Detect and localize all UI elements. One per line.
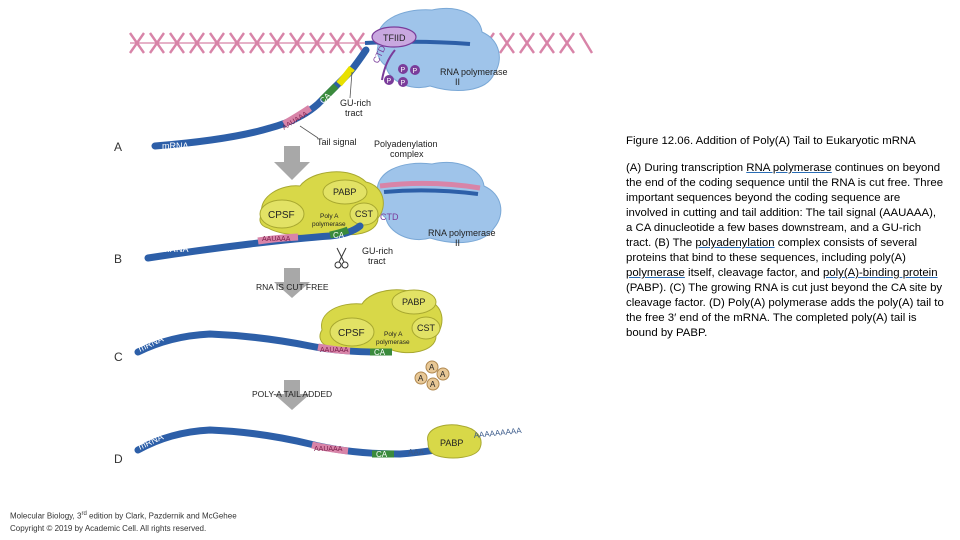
tail-signal-label: Tail signal — [317, 137, 357, 147]
tfiid-blob — [371, 26, 417, 48]
polyad-label-2: complex — [390, 149, 424, 159]
svg-text:P: P — [413, 68, 418, 75]
svg-text:A: A — [418, 374, 424, 383]
adenine-nucleotides: A A A A — [414, 360, 450, 391]
mrna-label-b: mRNA — [162, 244, 189, 254]
caption-text-1: (A) During transcription — [626, 162, 747, 174]
polyad-label-1: Polyadenylation — [374, 139, 438, 149]
cpsf-label-c: CPSF — [338, 328, 365, 339]
pabp-label-c: PABP — [402, 297, 425, 307]
panel-letter-a: A — [114, 140, 123, 154]
gu-label-b1: GU-rich — [362, 246, 393, 256]
svg-text:P: P — [401, 67, 406, 74]
polya-tail-label: AAAAAAAAA — [473, 426, 522, 440]
mrna-label-c: mRNA — [137, 334, 165, 354]
svg-text:P: P — [401, 80, 406, 87]
cst-label-b: CST — [355, 209, 374, 219]
ctd-label-b: CTD — [380, 212, 399, 222]
dna-helix — [129, 32, 594, 54]
panel-letter-d: D — [114, 452, 123, 466]
gu-label-a1: GU-rich — [340, 98, 371, 108]
credit-line-2: Copyright © 2019 by Academic Cell. All r… — [10, 523, 207, 533]
caption-title: Figure 12.06. Addition of Poly(A) Tail t… — [626, 135, 916, 147]
polya-label-b1: Poly A — [320, 213, 339, 220]
panel-c-drawing: PABP CPSF CST Poly A polymerase AAUAAA C… — [134, 289, 450, 391]
mrna-label-a: mRNA — [162, 141, 189, 151]
ca-label-c: CA — [374, 348, 386, 357]
rnapol-label-a2: II — [455, 77, 460, 87]
step-arrow-3 — [274, 380, 310, 410]
pabp-label-d: PABP — [440, 438, 463, 448]
svg-text:A: A — [430, 380, 436, 389]
svg-text:A: A — [429, 363, 435, 372]
link-polymerase[interactable]: polymerase — [626, 267, 685, 279]
panel-d-drawing: AAUAAA CA mRNA AAA PABP AAAAAAAAA — [134, 424, 523, 459]
ca-label-d: CA — [376, 450, 388, 459]
mrna-strand-d — [134, 426, 474, 458]
mrna-strand-a — [151, 46, 370, 150]
rnapol-label-b1: RNA polymerase — [428, 228, 496, 238]
svg-text:P: P — [387, 78, 392, 85]
credit-footer: Molecular Biology, 3rd edition by Clark,… — [10, 508, 237, 535]
pabp-label-b: PABP — [333, 187, 356, 197]
rna-cut-free-label: RNA IS CUT FREE — [256, 282, 329, 292]
ctd-tail — [381, 49, 396, 81]
polya-label-c1: Poly A — [384, 331, 403, 338]
aauaaa-segment-a — [282, 105, 312, 128]
polyadenylation-diagram: TFIID CTD P P P P RNA polymerase II CA A… — [129, 8, 594, 459]
polya-label-b2: polymerase — [312, 221, 346, 228]
step-arrow-1 — [274, 146, 310, 180]
rna-polymerase-blob — [376, 8, 500, 91]
aauaaa-label-c: AAUAAA — [320, 347, 349, 354]
polya-label-c2: polymerase — [376, 339, 410, 346]
caption-body: (A) During transcription RNA polymerase … — [626, 161, 944, 341]
svg-text:A: A — [440, 370, 446, 379]
caption-text-5: (PABP). (C) The growing RNA is cut just … — [626, 282, 944, 339]
figure-caption: Figure 12.06. Addition of Poly(A) Tail t… — [626, 134, 944, 341]
link-polyadenylation[interactable]: polyadenylation — [695, 237, 775, 249]
pabp-blob-d — [427, 424, 482, 459]
caption-text-4: itself, cleavage factor, and — [684, 267, 823, 279]
cst-label-c: CST — [417, 323, 436, 333]
ca-label-b: CA — [333, 231, 345, 240]
rnapol-label-b2: II — [455, 238, 460, 248]
tfiid-label: TFIID — [383, 33, 406, 43]
panel-letter-b: B — [114, 252, 123, 266]
link-rna-polymerase[interactable]: RNA polymerase — [746, 162, 832, 174]
gu-rich-segment-a — [336, 65, 355, 87]
panel-letter-c: C — [114, 350, 123, 364]
aaa-label-d: AAA — [408, 448, 425, 457]
polya-tail-added-label: POLY-A TAIL ADDED — [252, 389, 332, 399]
panel-b-drawing: PABP CPSF CST Poly A polymerase CTD RNA … — [144, 162, 502, 269]
caption-text-2: continues on beyond the end of the codin… — [626, 162, 944, 249]
step-arrow-2 — [274, 268, 310, 298]
link-polya-binding-protein[interactable]: poly(A)-binding protein — [822, 267, 938, 279]
credit-line-1: Molecular Biology, 3rd edition by Clark,… — [10, 511, 237, 521]
aauaaa-label-d: AAUAAA — [314, 446, 343, 453]
scissors-icon — [334, 247, 349, 269]
phosphate-groups: P P P P — [384, 64, 420, 87]
gu-label-a2: tract — [345, 108, 363, 118]
aauaaa-label-b: AAUAAA — [262, 236, 291, 243]
gu-label-b2: tract — [368, 256, 386, 266]
mrna-label-d: mRNA — [137, 432, 165, 452]
rnapol-label-a1: RNA polymerase — [440, 67, 508, 77]
cpsf-label-b: CPSF — [268, 210, 295, 221]
caption-text-3: complex consists of several proteins tha… — [626, 237, 918, 264]
panel-a-drawing: TFIID CTD P P P P RNA polymerase II CA A… — [129, 8, 594, 159]
ca-segment-a — [319, 83, 339, 103]
